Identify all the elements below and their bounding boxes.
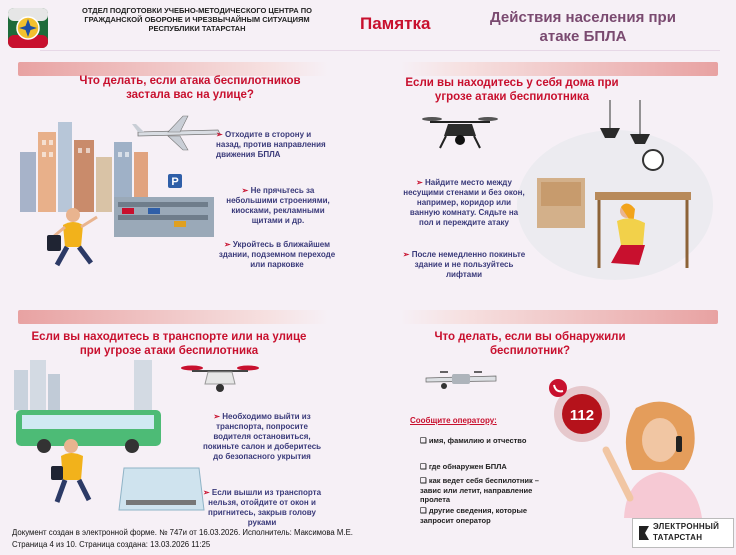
s2-bullet-2: ➢ После немедленно покиньте здание и не … xyxy=(402,250,526,279)
bullet-arrow-icon: ➢ xyxy=(416,178,425,187)
uav-drone-icon xyxy=(425,371,497,389)
section2-band xyxy=(400,62,718,76)
etatarstan-logo-icon xyxy=(639,526,649,540)
footer-line-1: Документ создан в электронной форме. № 7… xyxy=(12,528,353,537)
section2-heading: Если вы находитесь у себя дома при угроз… xyxy=(405,77,619,103)
bullet-arrow-icon: ➢ xyxy=(223,240,233,249)
svg-text:112: 112 xyxy=(570,407,594,424)
badge-line-1: ЭЛЕКТРОННЫЙ xyxy=(653,522,720,531)
bullet-arrow-icon: ➢ xyxy=(216,130,225,139)
checkbox-square-icon: ❑ xyxy=(420,476,429,485)
checkbox-square-icon: ❑ xyxy=(420,436,429,445)
svg-text:P: P xyxy=(171,176,178,188)
operator-item-4: ❑ другие сведения, которые запросит опер… xyxy=(420,506,528,525)
footer-line-2: Страница 4 из 10. Страница создана: 13.0… xyxy=(12,540,211,549)
section1-band xyxy=(18,62,328,76)
s2-bullet-1: ➢ Найдите место между несущими стенами и… xyxy=(403,178,525,227)
page-title: Действия населения при атаке БПЛА xyxy=(490,9,676,45)
section4-band xyxy=(400,310,718,324)
bullet-arrow-icon: ➢ xyxy=(402,250,412,259)
section3-heading: Если вы находитесь в транспорте или на у… xyxy=(31,331,307,357)
s1-bullet-1: ➢ Отходите в сторону и назад, против нап… xyxy=(216,130,326,159)
quadcopter-drone-icon xyxy=(422,117,498,149)
uav-plane-icon xyxy=(132,115,221,151)
s3-bullet-2: ➢ Если вышли из транспорта нельзя, отойд… xyxy=(202,488,322,527)
checkbox-square-icon: ❑ xyxy=(420,462,429,471)
woman-calling-illustration xyxy=(602,401,702,518)
mchs-emblem-icon xyxy=(8,8,48,48)
header-divider xyxy=(40,50,720,51)
bullet-arrow-icon: ➢ xyxy=(202,488,212,497)
section1-heading: Что делать, если атака беспилотников зас… xyxy=(79,75,301,101)
street-scene-illustration: P xyxy=(20,122,214,267)
transport-scene-illustration xyxy=(14,360,205,511)
operator-item-1: ❑ имя, фамилию и отчество xyxy=(420,436,527,445)
section4-heading: Что делать, если вы обнаружили беспилотн… xyxy=(434,331,626,357)
operator-item-2: ❑ где обнаружен БПЛА xyxy=(420,462,507,471)
badge-line-2: ТАТАРСТАН xyxy=(653,533,703,542)
bullet-arrow-icon: ➢ xyxy=(241,186,251,195)
electronic-tatarstan-badge: ЭЛЕКТРОННЫЙ ТАТАРСТАН xyxy=(632,518,734,548)
org-name: ОТДЕЛ ПОДГОТОВКИ УЧЕБНО-МЕТОДИЧЕСКОГО ЦЕ… xyxy=(82,6,312,33)
checkbox-square-icon: ❑ xyxy=(420,506,429,515)
memo-label: Памятка xyxy=(360,14,431,33)
s1-bullet-2: ➢ Не прячьтесь за небольшими строениями,… xyxy=(226,186,330,225)
quadcopter-drone-icon xyxy=(181,365,259,392)
s1-bullet-3: ➢ Укройтесь в ближайшем здании, подземно… xyxy=(218,240,336,269)
operator-title: Сообщите оператору: xyxy=(410,416,497,425)
home-room-illustration xyxy=(517,100,713,280)
emergency-112-icon: 112 xyxy=(549,379,610,442)
bullet-arrow-icon: ➢ xyxy=(213,412,223,421)
s3-bullet-1: ➢ Необходимо выйти из транспорта, попрос… xyxy=(202,412,322,461)
operator-item-3: ❑ как ведет себя беспилотник – завис или… xyxy=(420,476,539,504)
section3-band xyxy=(18,310,328,324)
